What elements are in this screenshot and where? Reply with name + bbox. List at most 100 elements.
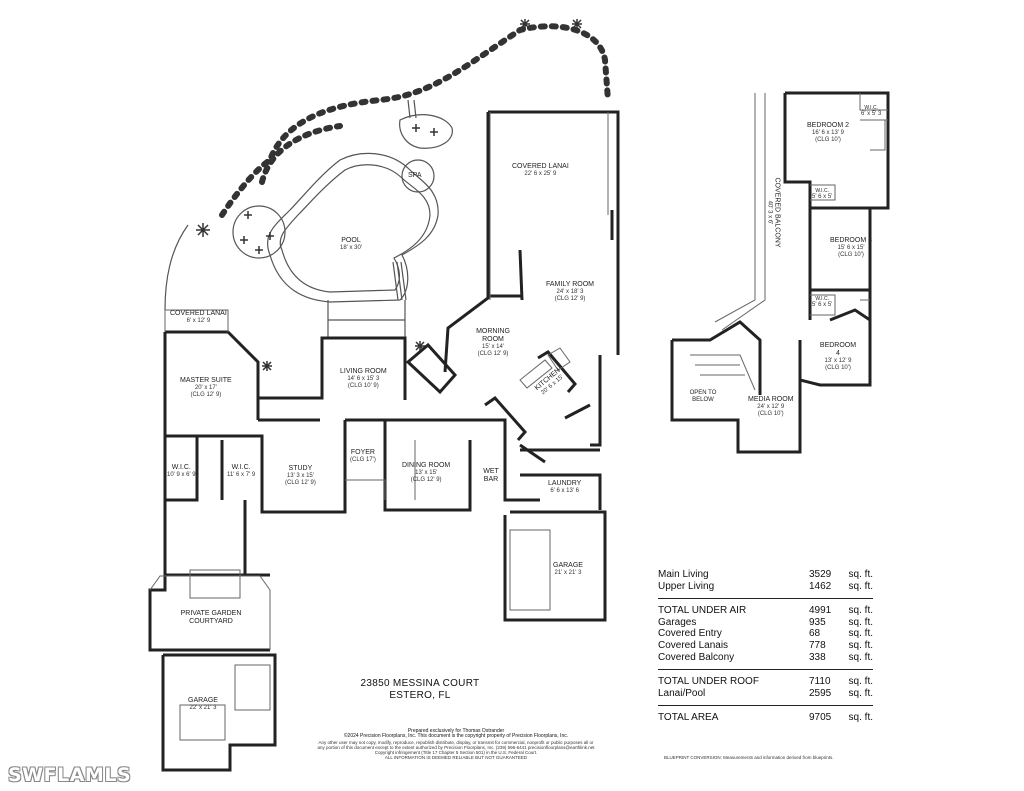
room-name: COVERED LANAI [170,310,227,317]
room-pool: POOL 18' x 30' [340,237,362,252]
prepared-for: Prepared exclusively for Thomas Ostrande… [407,728,505,734]
sqft-value: 4991 [809,605,832,617]
room-name: W.I.C. [231,464,251,471]
room-spa: SPA [408,172,422,180]
room-garage-right: GARAGE 21' x 21' 3 [553,562,583,577]
upper-floor-thin-lines [690,93,888,391]
sqft-value: 1462 [809,580,832,592]
room-ceiling: (CLG 10' 9) [347,383,379,389]
room-name: SPA [408,172,422,179]
room-ceiling: (CLG 12' 9) [554,296,586,302]
room-dims: 6' x 12' 9 [186,318,211,324]
room-name: LAUNDRY [548,480,582,487]
room-name: GARAGE [553,562,583,569]
sqft-value: 935 [809,616,826,628]
room-dims: 6' 6 x 13' 6 [550,488,579,494]
room-dims: 13' x 12' 9 [824,358,852,364]
room-wic-1: W.I.C. 10' 9 x 6' 9 [167,464,196,479]
watermark-logo: SWFLAMLS [8,764,132,786]
room-name: GARAGE [188,697,218,704]
sqft-unit: sq. ft. [848,580,873,592]
sqft-label: Lanai/Pool [658,687,706,699]
sqft-label: TOTAL AREA [658,712,719,724]
room-name: PRIVATE GARDEN COURTYARD [180,610,242,625]
room-wic-up-2: W.I.C. 5' 6 x 5' [812,188,832,201]
sqft-group-total: TOTAL AREA 9705 sq. ft. [658,712,873,730]
room-study: STUDY 13' 3 x 15' (CLG 12' 9) [285,465,316,487]
pool-shrub-border [219,23,611,218]
blueprint-note: BLUEPRINT CONVERSION: Measurements and i… [664,755,834,760]
sqft-label: TOTAL UNDER ROOF [658,676,759,688]
sqft-value: 9705 [809,712,832,724]
sqft-unit: sq. ft. [848,616,873,628]
sqft-unit: sq. ft. [848,605,873,617]
room-media-room: MEDIA ROOM 24' x 12' 9 (CLG 10') [748,396,794,418]
room-ceiling: (CLG 10') [838,252,864,258]
room-dims: 14' 6 x 15' 3 [347,376,380,382]
sqft-value: 338 [809,651,826,663]
sqft-label: Covered Balcony [658,651,735,663]
room-name: W.I.C. [171,464,191,471]
room-dims: 20' x 17' [194,385,217,391]
room-name: BEDROOM 4 [819,342,857,357]
room-family-room: FAMILY ROOM 24' x 18' 3 (CLG 12' 9) [546,281,594,303]
room-dims: 24' x 18' 3 [556,289,584,295]
room-ceiling: (CLG 12' 9) [477,351,509,357]
room-covered-lanai-small: COVERED LANAI 6' x 12' 9 [170,310,227,325]
room-dims: 5' 6 x 5' [812,194,833,200]
sqft-label: Garages [658,616,697,628]
sqft-unit: sq. ft. [848,712,873,724]
main-floor-thin-lines [149,112,609,741]
sqft-unit: sq. ft. [848,639,873,651]
room-morning-room: MORNING ROOM 15' x 14' (CLG 12' 9) [475,328,511,358]
room-name: W.I.C. [815,296,829,302]
room-foyer: FOYER (CLG 17') [350,449,376,464]
room-dims: 16' 6 x 13' 9 [812,130,844,136]
sqft-unit: sq. ft. [848,676,873,688]
address-line-1: 23850 MESSINA COURT [360,678,480,689]
copyright-notice: Prepared exclusively for Thomas Ostrande… [306,728,606,761]
room-wic-2: W.I.C. 11' 6 x 7' 9 [227,464,255,479]
room-bedroom-3: BEDROOM 3 15' 6 x 15' (CLG 10') [828,237,874,259]
sqft-value: 68 [809,628,821,640]
room-name: POOL [341,237,361,244]
room-dining-room: DINING ROOM 13' x 15' (CLG 12' 9) [402,462,450,484]
room-name: WET BAR [483,468,499,483]
room-covered-lanai-main: COVERED LANAI 22' 6 x 25' 9 [512,163,569,178]
sqft-label: Main Living [658,569,709,580]
room-name: STUDY [288,465,313,472]
copyright-terms-4: ALL INFORMATION IS DEEMED RELIABLE BUT N… [384,755,528,761]
room-dims: 24' x 12' 9 [757,404,785,410]
copyright-terms-2: any portion of this document except to t… [317,744,595,750]
room-name: W.I.C. [815,188,829,194]
room-wic-up-1: W.I.C. 6' x 5' 3 [861,105,881,118]
sqft-unit: sq. ft. [848,628,873,640]
room-ceiling: (CLG 10') [757,411,784,417]
room-name: BEDROOM 3 [829,237,872,244]
room-dims: 15' x 14' [482,344,504,350]
copyright-line: ©2024 Precision Floorplans, Inc. This do… [343,733,569,740]
room-name: FOYER [350,449,375,456]
sqft-row-total-area: TOTAL AREA 9705 sq. ft. [658,712,873,724]
copyright-terms-3: Copyright infringement (Title 17 Chapter… [374,750,538,756]
room-dims: 18' x 30' [340,245,362,251]
room-dims: 40' 3 x 6' [766,200,773,225]
room-open-to-below: OPEN TO BELOW [686,390,720,404]
sqft-value: 3529 [809,569,832,580]
address-line-2: ESTERO, FL [389,690,451,701]
room-wet-bar: WET BAR [483,468,499,484]
room-dims: 15' 6 x 15' [837,245,865,251]
room-ceiling: (CLG 12' 9) [190,392,222,398]
room-dims: 11' 6 x 7' 9 [227,472,256,478]
